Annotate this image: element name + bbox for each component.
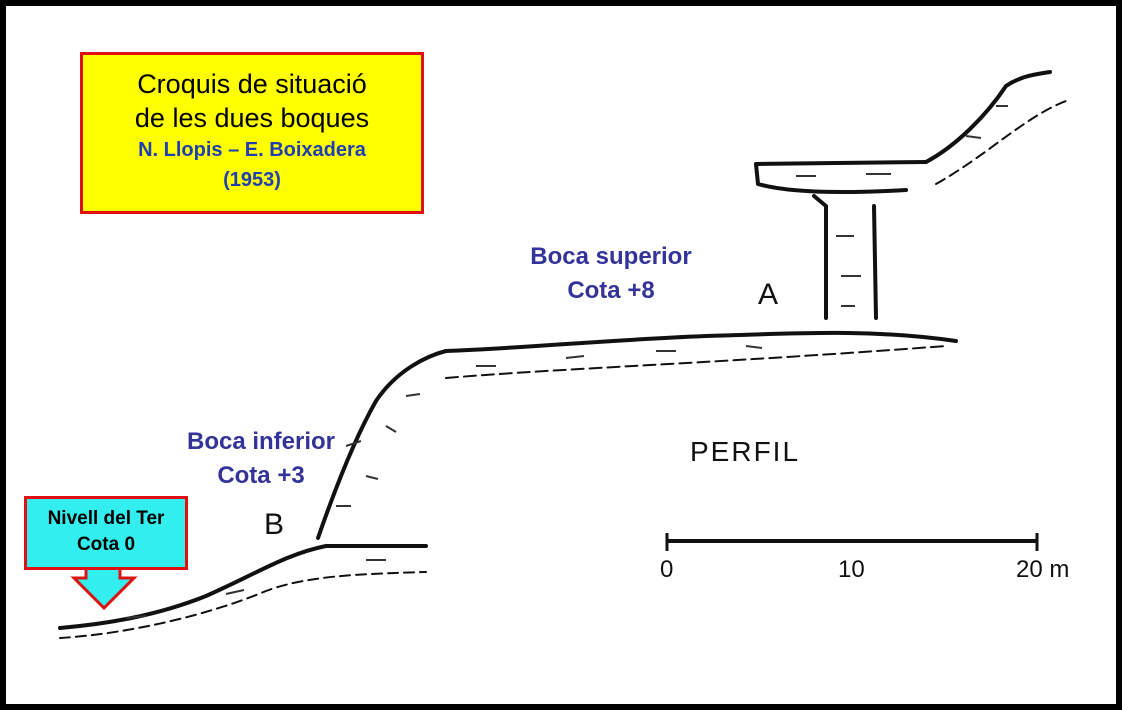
upper-entrance-name: Boca superior [530, 243, 692, 270]
lower-entrance-name: Boca inferior [186, 428, 336, 455]
callout-arrow [70, 565, 138, 611]
lower-slope [58, 544, 428, 630]
upper-entrance-label: Boca superior Cota +8 [486, 240, 736, 308]
river-name: Nivell del Ter [47, 508, 165, 529]
letter-b: B [264, 508, 285, 541]
scale-tick-0: 0 [660, 556, 674, 583]
title-year: (1953) [223, 169, 281, 191]
cave-profile-drawing [58, 70, 1067, 639]
shaft-right [872, 204, 878, 320]
scale-tick-20: 20 m [1016, 556, 1070, 583]
profile-label: PERFIL [690, 436, 801, 467]
diagram: Croquis de situació de les dues boques N… [6, 6, 1116, 704]
title-box: Croquis de situació de les dues boques N… [80, 52, 424, 214]
ground-base [445, 345, 947, 379]
upper-slope [924, 70, 1052, 164]
title-authors: N. Llopis – E. Boixadera [138, 139, 366, 161]
letter-a: A [758, 278, 779, 311]
scale-tick-10: 10 [838, 556, 865, 583]
lower-slope-base [59, 571, 427, 639]
lower-entrance-elevation: Cota +3 [217, 462, 305, 489]
rock-hatching [125, 105, 1008, 619]
title-line2: de les dues boques [134, 103, 370, 133]
scale-bar [665, 533, 1039, 551]
lower-entrance-label: Boca inferior Cota +3 [136, 425, 386, 493]
title-line1: Croquis de situació [137, 69, 367, 99]
upper-ledge [754, 160, 928, 194]
ground-line [444, 330, 958, 353]
shaft-left [812, 194, 828, 320]
river-elevation: Cota 0 [76, 534, 136, 555]
cliff-wall [316, 349, 448, 540]
upper-entrance-elevation: Cota +8 [567, 277, 655, 304]
upper-slope-base [935, 100, 1067, 185]
river-level-callout: Nivell del Ter Cota 0 [24, 496, 188, 570]
